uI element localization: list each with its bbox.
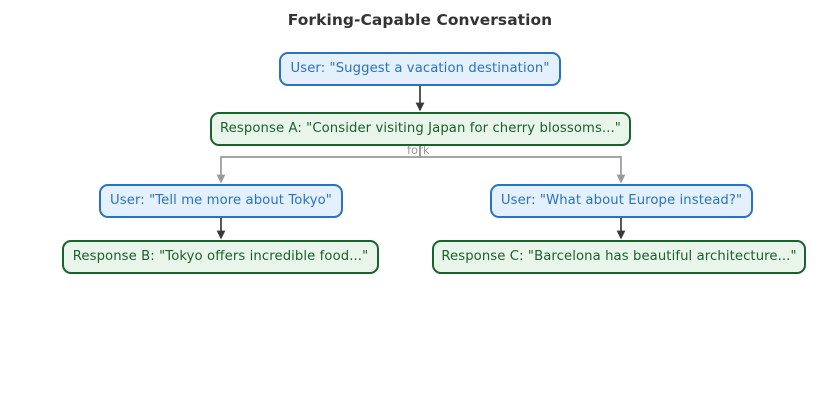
edge-a-to-tokyo (216, 146, 421, 184)
node-response-c[interactable]: Response C: "Barcelona has beautiful arc… (432, 240, 806, 274)
node-user-root[interactable]: User: "Suggest a vacation destination" (279, 52, 561, 86)
node-response-b[interactable]: Response B: "Tokyo offers incredible foo… (62, 240, 379, 274)
node-user-europe[interactable]: User: "What about Europe instead?" (490, 184, 753, 218)
edge-label-fork: fork (407, 143, 430, 157)
diagram-title: Forking-Capable Conversation (287, 11, 553, 29)
node-user-tokyo[interactable]: User: "Tell me more about Tokyo" (99, 184, 343, 218)
edge-a-to-europe (419, 146, 626, 184)
node-response-a[interactable]: Response A: "Consider visiting Japan for… (210, 112, 631, 146)
